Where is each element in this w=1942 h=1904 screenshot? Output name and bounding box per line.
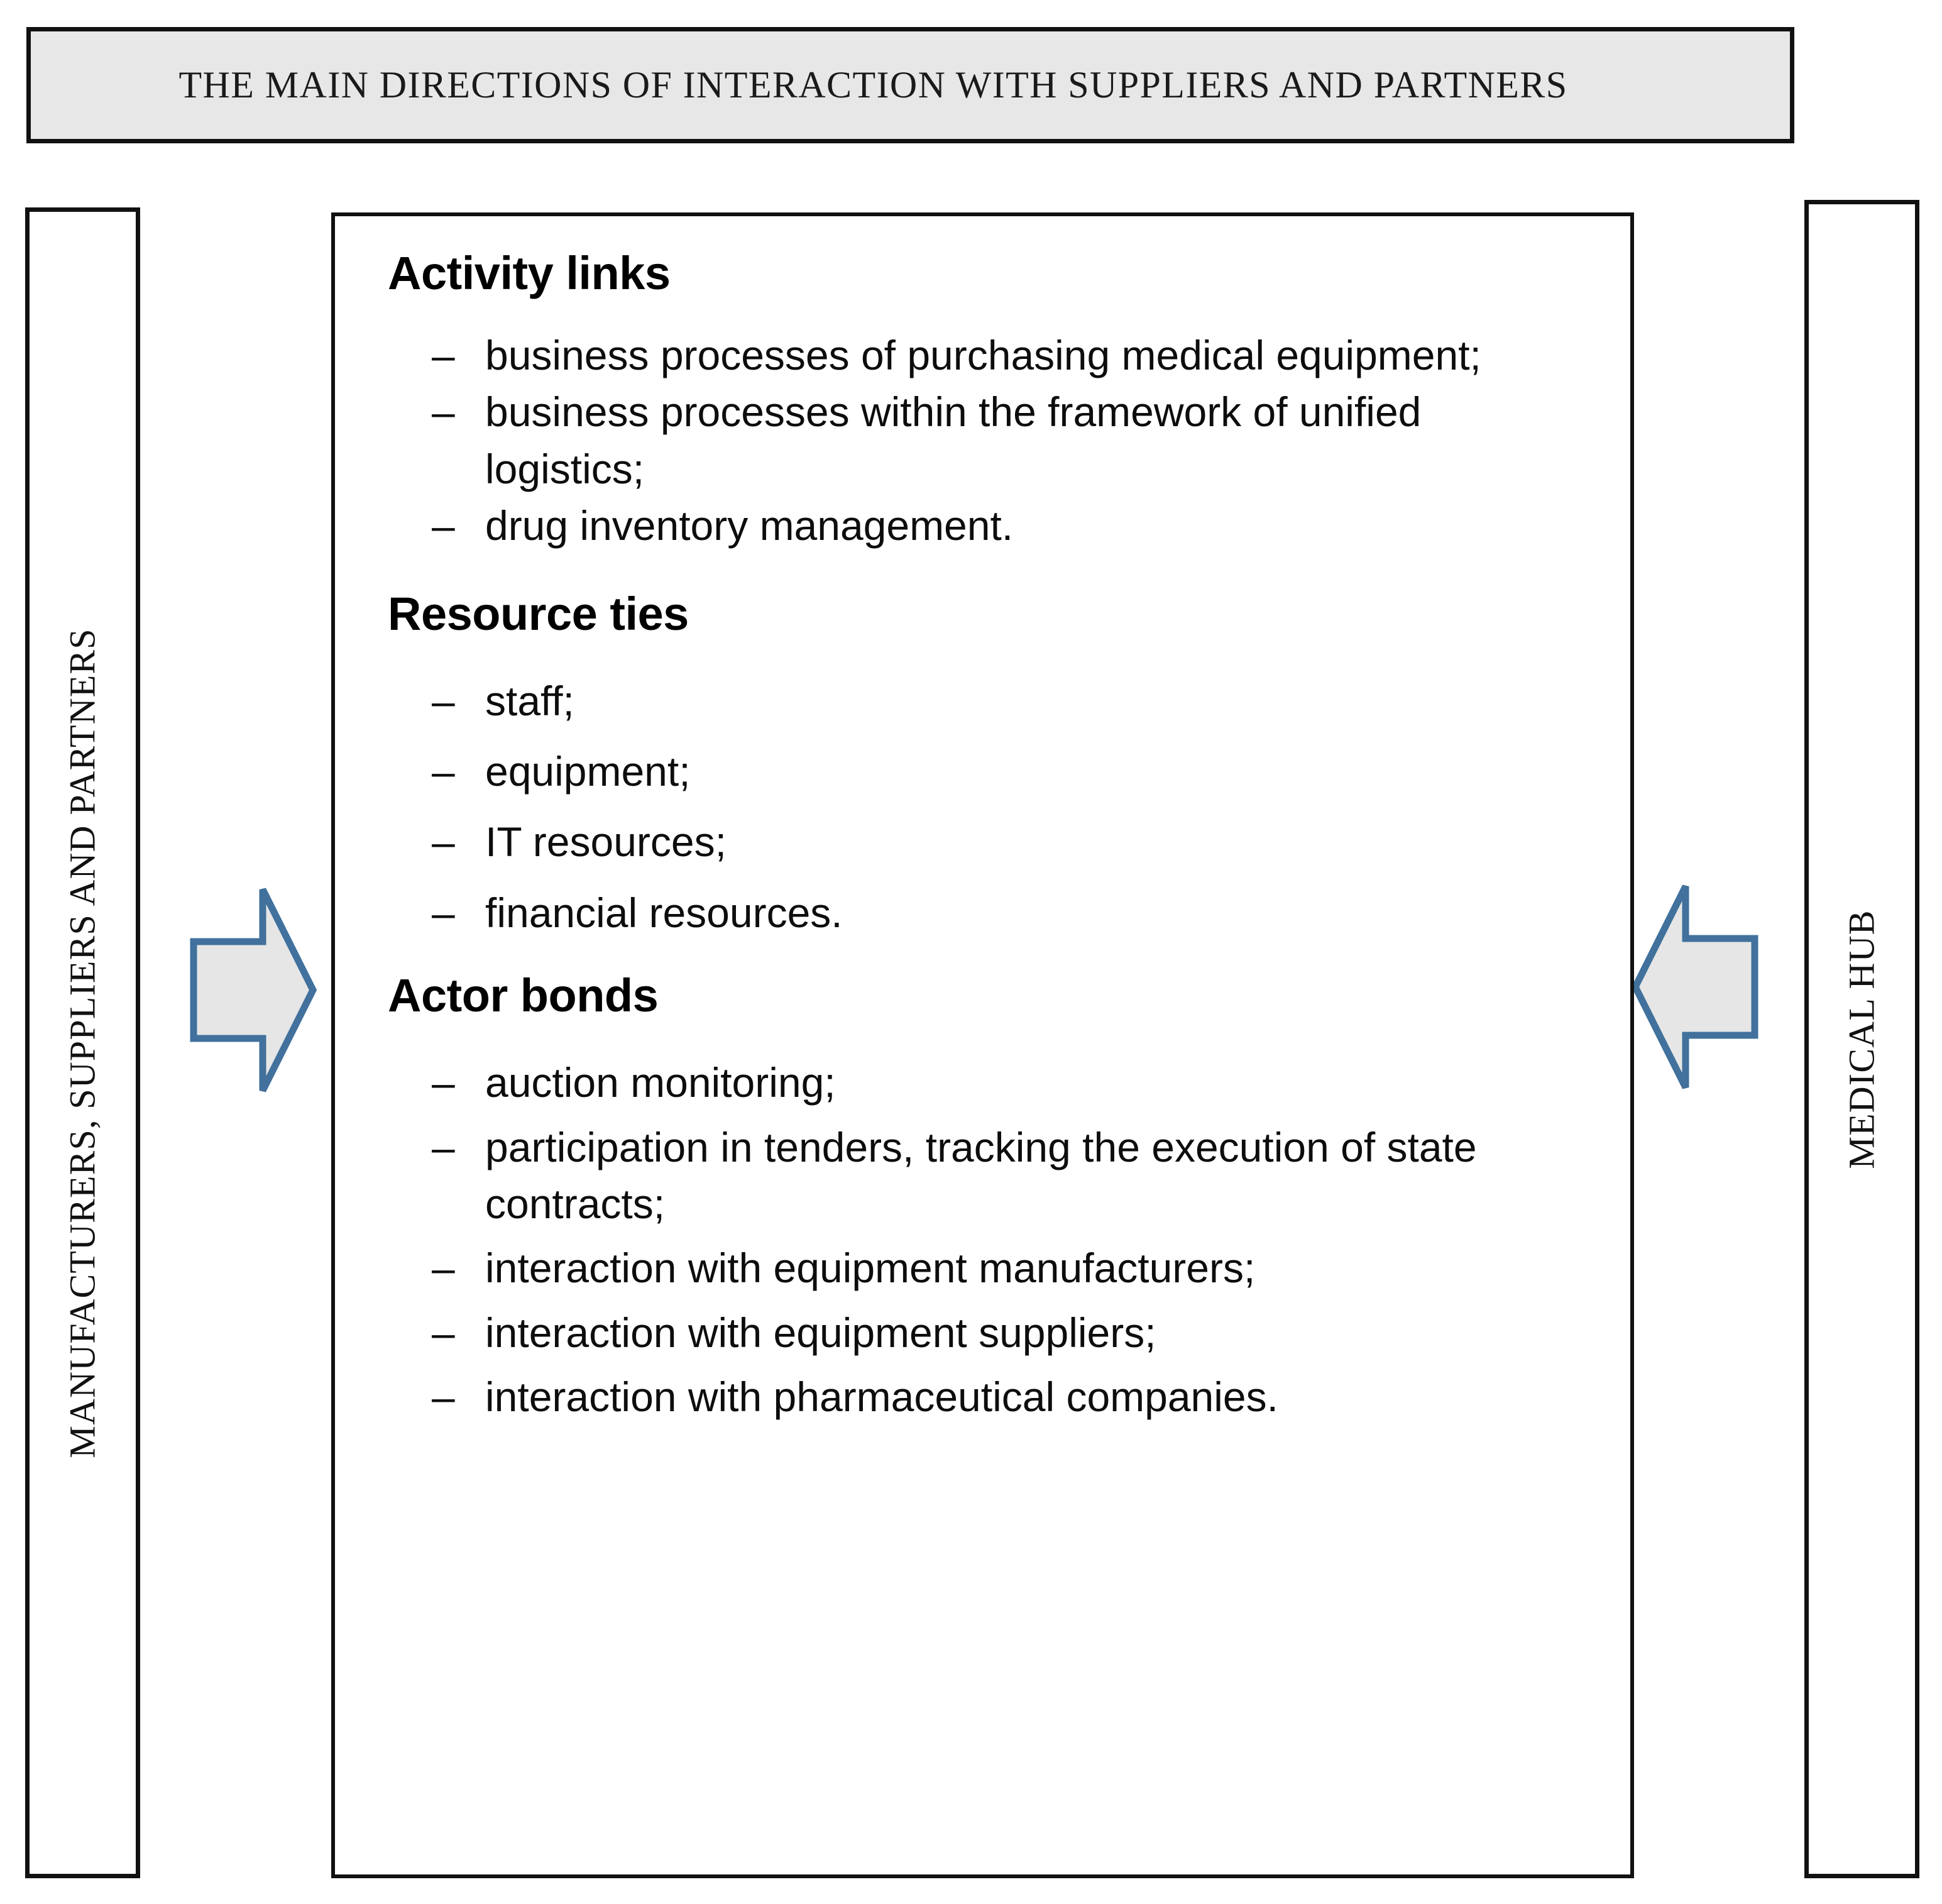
list-item: – participation in tenders, tracking the… bbox=[388, 1119, 1605, 1233]
bullet-list: – staff; – equipment; – IT resources; – … bbox=[388, 673, 1605, 942]
list-item-text: business processes of purchasing medical… bbox=[485, 332, 1481, 378]
list-item-text: interaction with pharmaceutical companie… bbox=[485, 1373, 1278, 1421]
left-actor-box: MANUFACTURERS, SUPPLIERS AND PARTNERS bbox=[25, 207, 140, 1878]
list-item: – drug inventory management. bbox=[388, 497, 1605, 554]
list-item-text: financial resources. bbox=[485, 889, 843, 936]
bullet-dash-marker: – bbox=[432, 388, 455, 436]
bullet-dash-marker: – bbox=[432, 677, 455, 724]
section-heading: Activity links bbox=[388, 247, 671, 299]
header-banner: THE MAIN DIRECTIONS OF INTERACTION WITH … bbox=[26, 27, 1794, 143]
list-item-text: equipment; bbox=[485, 748, 691, 795]
bullet-dash-marker: – bbox=[432, 1245, 455, 1292]
list-item-text: drug inventory management. bbox=[485, 502, 1014, 549]
list-item: – interaction with pharmaceutical compan… bbox=[388, 1368, 1605, 1425]
section-heading: Actor bonds bbox=[388, 969, 659, 1022]
left-actor-label: MANUFACTURERS, SUPPLIERS AND PARTNERS bbox=[62, 627, 103, 1458]
list-item-text: interaction with equipment suppliers; bbox=[485, 1309, 1156, 1356]
list-item: – financial resources. bbox=[388, 884, 1605, 941]
bullet-list: – business processes of purchasing medic… bbox=[388, 327, 1605, 554]
bullet-dash-marker: – bbox=[432, 332, 455, 378]
list-item: – auction monitoring; bbox=[388, 1054, 1605, 1111]
bullet-dash-marker: – bbox=[432, 818, 455, 866]
bullet-dash-marker: – bbox=[432, 1309, 455, 1356]
section-heading: Resource ties bbox=[388, 587, 689, 640]
list-item: – interaction with equipment manufacture… bbox=[388, 1240, 1605, 1296]
list-item: – staff; bbox=[388, 673, 1605, 729]
bullet-dash-marker: – bbox=[432, 748, 455, 795]
bullet-dash-marker: – bbox=[432, 502, 455, 549]
list-item-text: IT resources; bbox=[485, 818, 727, 866]
bullet-dash-marker: – bbox=[432, 1373, 455, 1421]
right-actor-label: MEDICAL HUB bbox=[1841, 909, 1882, 1169]
list-item: – equipment; bbox=[388, 743, 1605, 800]
list-item-text: staff; bbox=[485, 677, 574, 724]
interaction-directions-content: Activity links – business processes of p… bbox=[388, 250, 1605, 1433]
list-item: – interaction with equipment suppliers; bbox=[388, 1304, 1605, 1361]
list-item-text: auction monitoring; bbox=[485, 1059, 836, 1106]
list-item-text: business processes within the framework … bbox=[485, 388, 1422, 492]
section-activity-links: Activity links – business processes of p… bbox=[388, 250, 1605, 554]
list-item-text: participation in tenders, tracking the e… bbox=[485, 1123, 1477, 1228]
interaction-directions-panel: Activity links – business processes of p… bbox=[331, 212, 1634, 1878]
bullet-dash-marker: – bbox=[432, 1059, 455, 1106]
list-item: – business processes within the framewor… bbox=[388, 383, 1605, 497]
bullet-dash-marker: – bbox=[432, 889, 455, 936]
page-title: THE MAIN DIRECTIONS OF INTERACTION WITH … bbox=[178, 64, 1568, 106]
list-item: – business processes of purchasing medic… bbox=[388, 327, 1605, 383]
section-actor-bonds: Actor bonds – auction monitoring; – part… bbox=[388, 972, 1605, 1425]
section-resource-ties: Resource ties – staff; – equipment; – IT… bbox=[388, 587, 1605, 942]
list-item: – IT resources; bbox=[388, 813, 1605, 870]
right-actor-box: MEDICAL HUB bbox=[1804, 200, 1919, 1878]
bullet-dash-marker: – bbox=[432, 1123, 455, 1170]
left-pointing-arrow-icon bbox=[1631, 884, 1758, 1089]
list-item-text: interaction with equipment manufacturers… bbox=[485, 1245, 1256, 1292]
right-pointing-arrow-icon bbox=[190, 888, 317, 1092]
bullet-list: – auction monitoring; – participation in… bbox=[388, 1054, 1605, 1425]
